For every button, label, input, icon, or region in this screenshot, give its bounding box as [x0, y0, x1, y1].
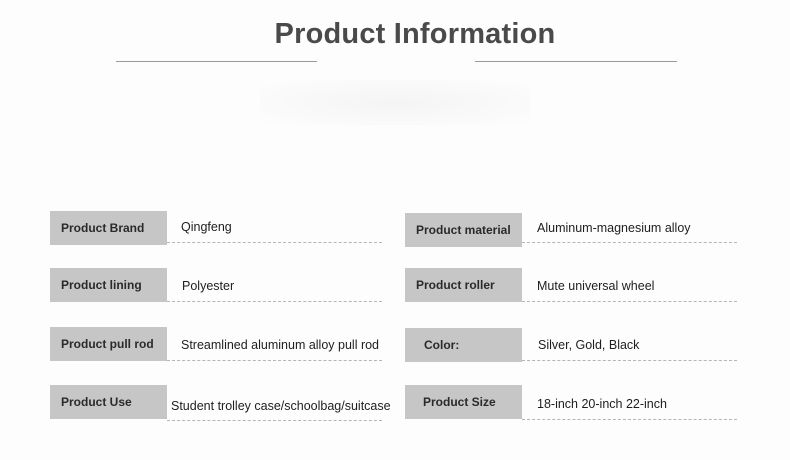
spec-label-brand: Product Brand [50, 211, 167, 245]
spec-value-brand: Qingfeng [181, 220, 232, 234]
spec-label-use: Product Use [50, 385, 167, 419]
spec-divider [167, 301, 382, 302]
spec-label-roller: Product roller [405, 268, 522, 302]
spec-value-use: Student trolley case/schoolbag/suitcase [171, 399, 391, 413]
spec-value-lining: Polyester [182, 279, 235, 293]
spec-divider [522, 242, 737, 243]
faded-background-text [260, 80, 530, 125]
spec-value-roller: Mute universal wheel [537, 279, 655, 293]
spec-label-pull-rod: Product pull rod [50, 327, 167, 361]
title-rule-right [475, 61, 677, 62]
spec-divider [522, 301, 737, 302]
title-rule-left [116, 61, 317, 62]
spec-label-lining: Product lining [50, 268, 167, 302]
spec-divider [522, 360, 737, 361]
spec-divider [167, 420, 382, 421]
spec-label-color: Color: [405, 328, 522, 362]
spec-value-material: Aluminum-magnesium alloy [537, 221, 691, 235]
spec-value-size: 18-inch 20-inch 22-inch [537, 397, 667, 411]
spec-value-pull-rod: Streamlined aluminum alloy pull rod [181, 338, 380, 352]
page-title: Product Information [274, 18, 556, 50]
spec-label-material: Product material [405, 213, 522, 247]
spec-divider [167, 242, 382, 243]
spec-value-color: Silver, Gold, Black [538, 338, 640, 352]
spec-divider [167, 360, 382, 361]
spec-label-size: Product Size [405, 385, 522, 419]
spec-divider [522, 419, 737, 420]
